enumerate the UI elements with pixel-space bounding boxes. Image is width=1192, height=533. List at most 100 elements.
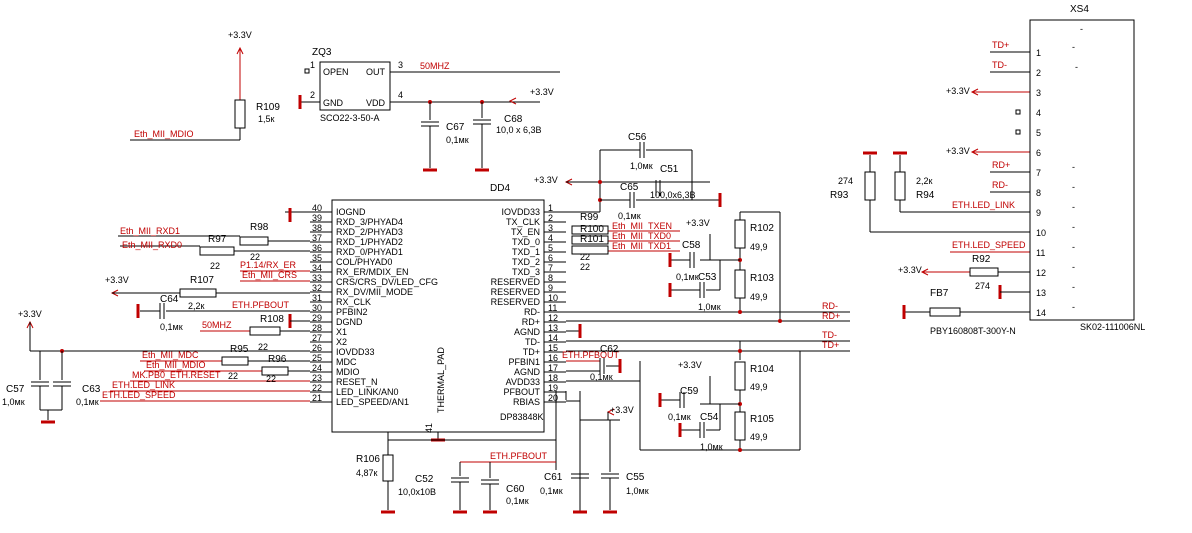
connector-pin-number: 2: [1036, 68, 1041, 78]
right-pin-number: 19: [548, 383, 558, 393]
r93-ref: R93: [830, 190, 849, 201]
r97-ref: R97: [208, 234, 227, 245]
connector-dash: -: [1072, 202, 1075, 212]
v33-label: +3.3V: [946, 146, 970, 156]
osc-open-pin: [304, 68, 310, 74]
r94-value: 2,2к: [916, 176, 933, 186]
connector-dash: -: [1072, 262, 1075, 272]
osc-pin1: 1: [310, 60, 315, 70]
left-pin-number: 33: [312, 273, 322, 283]
osc-part: SCO22-3-50-A: [320, 113, 380, 123]
power-arrow: [970, 148, 979, 156]
resistor: [734, 269, 746, 299]
c61-value: 0,1мк: [540, 486, 563, 496]
left-pin-number: 21: [312, 393, 322, 403]
right-pin-name: AGND: [514, 367, 541, 377]
left-pin-number: 36: [312, 243, 322, 253]
right-pin-name: TXD_2: [512, 257, 540, 267]
resistor: [234, 99, 246, 129]
pfbout3-label: ETH.PFBOUT: [490, 451, 548, 461]
right-pin-number: 7: [548, 263, 553, 273]
r108-ref: R108: [260, 314, 284, 325]
junction-dot: [598, 180, 602, 184]
left-pin-name: RX_ER/MDIX_EN: [336, 267, 409, 277]
r108-value: 22: [258, 342, 268, 352]
v33-label: +3.3V: [530, 87, 554, 97]
led-link-label: ETH.LED_LINK: [112, 380, 175, 390]
c61-ref: C61: [544, 472, 563, 483]
right-pin-name: RD-: [524, 307, 540, 317]
left-pin-number: 32: [312, 283, 322, 293]
right-pin-number: 1: [548, 203, 553, 213]
right-pin-number: 11: [548, 303, 557, 313]
r98-ref: R98: [250, 222, 269, 233]
left-pin-name: MDIO: [336, 367, 360, 377]
right-pin-number: 8: [548, 273, 553, 283]
connector-dash: -: [1072, 222, 1075, 232]
parts: [31, 19, 1135, 485]
mdio2-label: Eth_MII_MDIO: [146, 360, 206, 370]
c63-ref: C63: [82, 384, 101, 395]
c68-ref: C68: [504, 114, 523, 125]
c68-value: 10,0 x 6,3В: [496, 125, 542, 135]
rxd0-label: Eth_MII_RXD0: [122, 240, 182, 250]
td-minus-label: TD-: [822, 330, 837, 340]
v33-label: +3.3V: [946, 86, 970, 96]
osc-pin3: 3: [398, 60, 403, 70]
right-pin-name: TXD_3: [512, 267, 540, 277]
connector-pin-number: 3: [1036, 88, 1041, 98]
r100-value: 22: [580, 262, 590, 272]
rd-minus-conn-label: RD-: [992, 180, 1008, 190]
rd-plus-label: RD+: [822, 311, 840, 321]
oscillator-body: [319, 61, 391, 111]
left-pin-name: CRS/CRS_DV/LED_CFG: [336, 277, 438, 287]
c58-ref: C58: [682, 240, 701, 251]
r105-ref: R105: [750, 414, 774, 425]
left-pin-number: 26: [312, 343, 322, 353]
osc-ref: ZQ3: [312, 47, 332, 58]
resistor: [382, 454, 394, 482]
right-pin-name: TX_CLK: [506, 217, 540, 227]
r104-value: 49,9: [750, 382, 768, 392]
r103-value: 49,9: [750, 292, 768, 302]
left-pin-name: X1: [336, 327, 347, 337]
pfbout2-label: ETH.PFBOUT: [562, 350, 620, 360]
right-pin-number: 6: [548, 253, 553, 263]
thermal-pad-pin: 41: [424, 423, 434, 433]
td-plus-label: TD+: [822, 340, 839, 350]
right-pin-number: 18: [548, 373, 558, 383]
right-pin-number: 12: [548, 313, 558, 323]
v33-label: +3.3V: [105, 275, 129, 285]
right-pin-number: 16: [548, 353, 558, 363]
eth-mii-mdio-label: Eth_MII_MDIO: [134, 129, 194, 139]
rxd1-label: Eth_MII_RXD1: [120, 226, 180, 236]
osc-vdd: VDD: [366, 98, 386, 108]
chip-ref: DD4: [490, 183, 510, 194]
left-pin-number: 37: [312, 233, 322, 243]
right-pin-name: AGND: [514, 327, 541, 337]
c52-ref: C52: [415, 474, 434, 485]
connector-pin-number: 8: [1036, 188, 1041, 198]
right-pin-number: 3: [548, 223, 553, 233]
left-pin-name: DGND: [336, 317, 363, 327]
right-pin-name: TXD_0: [512, 237, 540, 247]
left-pin-name: RXD_3/PHYAD4: [336, 217, 403, 227]
left-pin-number: 24: [312, 363, 322, 373]
v33-label: +3.3V: [228, 30, 252, 40]
c59-value: 0,1мк: [668, 412, 691, 422]
resistor: [734, 219, 746, 249]
left-pin-number: 35: [312, 253, 322, 263]
left-pin-number: 39: [312, 213, 322, 223]
left-pin-number: 29: [312, 313, 322, 323]
connector-dash: -: [1072, 42, 1075, 52]
left-pin-name: X2: [336, 337, 347, 347]
c57-value: 1,0мк: [2, 397, 25, 407]
left-pin-name: LED_SPEED/AN1: [336, 397, 409, 407]
c56-value: 1,0мк: [630, 161, 653, 171]
resistor: [239, 236, 269, 246]
right-pin-name: RESERVED: [491, 297, 541, 307]
resistor: [734, 411, 746, 441]
right-pin-number: 14: [548, 333, 558, 343]
c62-value: 0,1мк: [590, 372, 613, 382]
